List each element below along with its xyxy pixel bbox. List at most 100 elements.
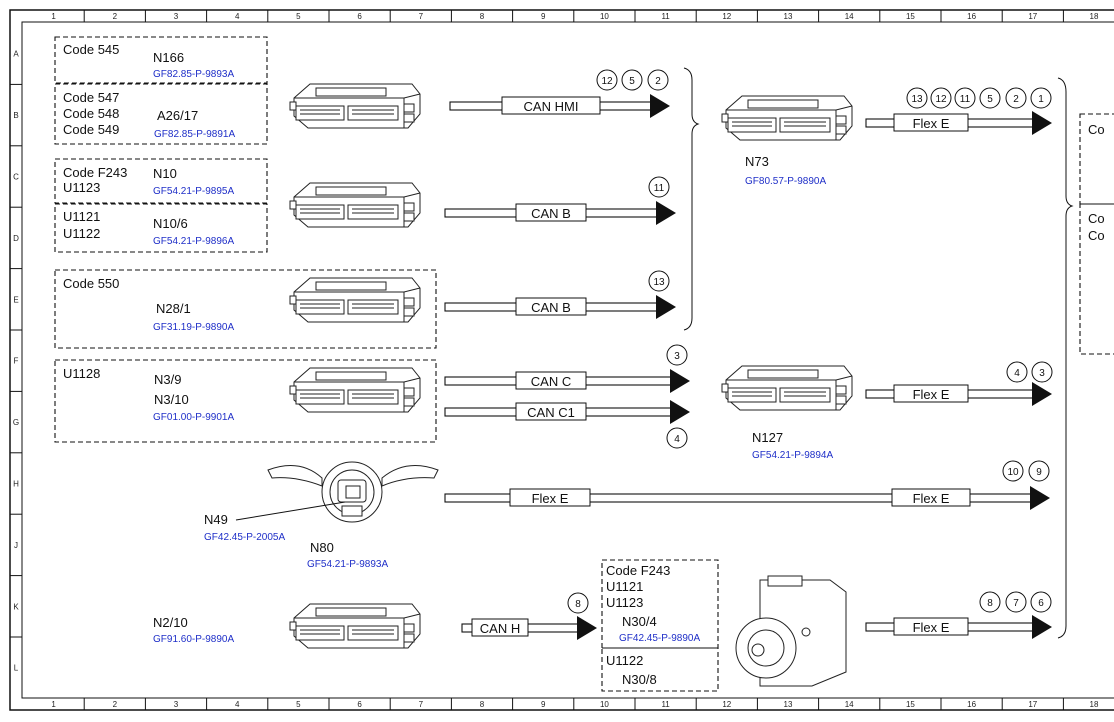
grid-col-label: 11 [661, 700, 670, 709]
group-a26-17: Code 547 Code 548 Code 549 A26/17 GF82.8… [54, 83, 268, 145]
bus-label: CAN H [480, 621, 520, 636]
connector-pin: 12 [930, 87, 952, 109]
code-label: Code 545 [63, 42, 119, 57]
grid-row-label: F [14, 357, 19, 366]
bus-label-box [515, 297, 587, 316]
connector-pin: 9 [1028, 460, 1050, 482]
ecu-module-icon [721, 95, 853, 141]
grid-row-label: K [13, 602, 19, 611]
node-label: N10 [153, 166, 177, 181]
node-label: N2/10 [153, 615, 188, 630]
grid-col-label: 18 [1090, 700, 1099, 709]
connector-pin: 12 [596, 69, 618, 91]
connector-pin-number: 11 [960, 94, 971, 105]
connector-pin-number: 12 [601, 76, 613, 87]
grid-col-label: 11 [661, 12, 670, 21]
code-label: Co [1088, 228, 1105, 243]
bus-label-box [893, 384, 969, 403]
bus-label: CAN C1 [527, 405, 575, 420]
ref-link[interactable]: GF54.21-P-9894A [752, 450, 833, 461]
connector-pin-number: 8 [575, 599, 581, 610]
n49-label: N49 GF42.45-P-2005A [204, 501, 346, 543]
grid-row-label: E [13, 295, 18, 304]
brace-right [1057, 77, 1074, 639]
bus-label-box [515, 203, 587, 222]
node-label: N166 [153, 50, 184, 65]
grid-col-label: 2 [113, 700, 118, 709]
code-label: U1122 [606, 653, 643, 668]
group-n10-6: U1121 U1122 N10/6 GF54.21-P-9896A [54, 203, 268, 253]
node-label: N3/9 [154, 372, 181, 387]
connector-pin-number: 5 [629, 76, 635, 87]
ref-link[interactable]: GF54.21-P-9895A [153, 186, 234, 197]
grid-col-label: 9 [541, 12, 546, 21]
grid-col-label: 6 [357, 12, 362, 21]
ecu-module-icon [289, 277, 421, 323]
connector-pin: 8 [567, 592, 589, 614]
flex-e-bus-arrow: Flex E [444, 486, 1050, 510]
ref-link[interactable]: GF54.21-P-9896A [153, 236, 234, 247]
bus-label: CAN B [531, 206, 571, 221]
grid-col-label: 1 [51, 12, 56, 21]
grid-col-label: 13 [784, 12, 793, 21]
ref-link[interactable]: GF01.00-P-9901A [153, 412, 234, 423]
grid-col-label: 2 [113, 12, 118, 21]
code-label: U1121 [606, 579, 643, 594]
ref-link[interactable]: GF91.60-P-9890A [153, 634, 234, 645]
bus-label: CAN B [531, 300, 571, 315]
grid-col-label: 17 [1028, 12, 1037, 21]
grid-col-label: 17 [1028, 700, 1037, 709]
bus-label: Flex E [913, 491, 950, 506]
grid-col-label: 12 [722, 12, 731, 21]
code-label: U1123 [63, 180, 100, 195]
node-label: N80 [310, 540, 334, 555]
connector-pin: 3 [1031, 361, 1053, 383]
grid-row-label: J [14, 541, 18, 550]
code-label: U1123 [606, 595, 643, 610]
bus-label: CAN HMI [524, 99, 579, 114]
grid-col-label: 8 [480, 700, 485, 709]
grid-col-label: 6 [357, 700, 362, 709]
flex-e-bus-arrow: Flex E [865, 615, 1052, 639]
ref-link[interactable]: GF80.57-P-9890A [745, 176, 826, 187]
grid-col-label: 15 [906, 12, 915, 21]
connector-pin: 13 [906, 87, 928, 109]
connector-pin: 11 [954, 87, 976, 109]
can-b-bus-arrow: CAN B [444, 295, 676, 319]
flex-e-bus-label: Flex E [891, 488, 971, 507]
ecu-module-icon [289, 603, 421, 649]
ref-link[interactable]: GF54.21-P-9893A [307, 559, 388, 570]
grid-col-label: 9 [541, 700, 546, 709]
connector-pin-number: 5 [987, 94, 993, 105]
grid-col-label: 12 [722, 700, 731, 709]
ref-link[interactable]: GF82.85-P-9891A [154, 129, 235, 140]
grid-col-label: 7 [419, 700, 424, 709]
can-hmi-bus-arrow: CAN HMI [449, 94, 670, 118]
connector-pin-number: 12 [935, 94, 947, 105]
grid-col-label: 7 [419, 12, 424, 21]
steering-column-module-icon [267, 461, 439, 523]
ref-link[interactable]: GF31.19-P-9890A [153, 322, 234, 333]
connector-pin-number: 4 [674, 434, 680, 445]
connector-pin: 6 [1030, 591, 1052, 613]
bus-label: Flex E [913, 387, 950, 402]
connector-pin-number: 2 [655, 76, 661, 87]
grid-col-label: 16 [967, 12, 976, 21]
ecu-module-icon [289, 367, 421, 413]
connector-pin-number: 1 [1038, 94, 1044, 105]
ref-link[interactable]: GF42.45-P-2005A [204, 532, 285, 543]
can-b-bus-arrow: CAN B [444, 201, 676, 225]
grid-row-label: H [13, 480, 19, 489]
bus-label-box [509, 488, 591, 507]
connector-pin: 2 [647, 69, 669, 91]
connector-pin: 5 [621, 69, 643, 91]
code-label: U1128 [63, 366, 100, 381]
node-label: N3/10 [154, 392, 189, 407]
ecu-module-icon [289, 83, 421, 129]
group-n166: Code 545 N166 GF82.85-P-9893A [54, 36, 268, 84]
ref-link[interactable]: GF82.85-P-9893A [153, 69, 234, 80]
code-label: Code F243 [606, 563, 670, 578]
ref-link[interactable]: GF42.45-P-9890A [619, 633, 700, 644]
grid-row-label: C [13, 173, 19, 182]
connector-pin: 4 [1006, 361, 1028, 383]
